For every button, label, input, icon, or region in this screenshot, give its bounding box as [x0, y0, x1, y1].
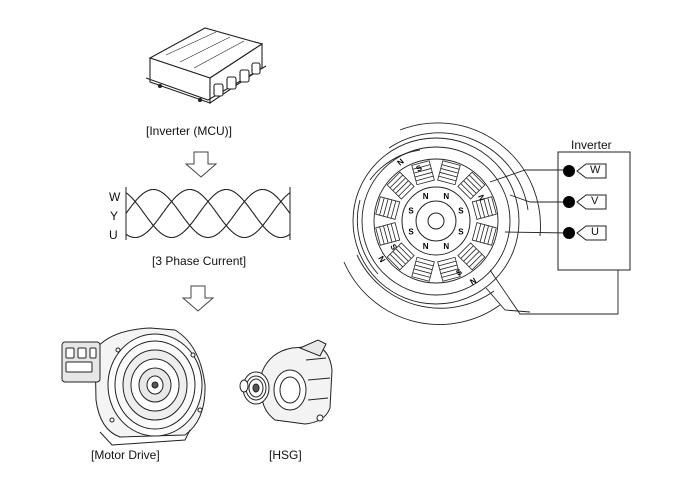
terminal-u-label: U [591, 226, 599, 238]
stator-coil [386, 171, 415, 200]
rotor-pole-label: S [408, 207, 414, 216]
inverter-block [489, 151, 631, 315]
rotor-pole-label: N [443, 242, 449, 251]
stator-coil [471, 196, 497, 220]
rotor-pole-label: N [423, 192, 429, 201]
terminal-v-label: V [591, 195, 599, 207]
stator-pole-label: N [469, 276, 479, 287]
phase-label-u: U [109, 228, 118, 242]
inverter-mcu-label: [Inverter (MCU)] [146, 124, 233, 138]
three-phase-current-label: [3 Phase Current] [152, 254, 247, 268]
rotor-pole-label: N [443, 192, 449, 201]
stator-coil [375, 196, 401, 220]
motor-drive-illustration [61, 327, 206, 446]
hsg-label: [HSG] [269, 448, 302, 462]
phase-label-w: W [109, 190, 121, 204]
motor-drive-label: [Motor Drive] [91, 448, 160, 462]
stator-coil [437, 256, 461, 282]
stator-coil [411, 256, 435, 282]
stator-pole-label: N [476, 194, 487, 203]
inverter-label: Inverter [571, 138, 612, 152]
stator-pole-label: S [415, 163, 425, 174]
stator-coil [471, 222, 497, 246]
rotor-pole-label: S [458, 227, 464, 236]
stator-pole-label: N [376, 255, 387, 265]
rotor-pole-label: S [408, 227, 414, 236]
phase-label-y: Y [110, 209, 119, 223]
stator-pole-label: N [396, 157, 406, 168]
stator-coil [386, 242, 415, 271]
stator-coil [457, 242, 486, 271]
three-phase-waveform [125, 187, 291, 240]
down-arrow-icon [181, 285, 215, 312]
down-arrow-icon [184, 151, 218, 178]
stator-coil [457, 171, 486, 200]
stator-coil [375, 222, 401, 246]
stator-coil [411, 160, 435, 186]
stator-pole-label: S [388, 243, 399, 253]
stator-pole-label: S [455, 267, 465, 278]
hsg-illustration [239, 339, 333, 425]
rotor-pole-label: N [423, 242, 429, 251]
inverter-mcu-illustration [145, 27, 267, 105]
rotor-pole-label: S [458, 207, 464, 216]
terminal-w-label: W [590, 164, 601, 176]
stator-coil [437, 160, 461, 186]
